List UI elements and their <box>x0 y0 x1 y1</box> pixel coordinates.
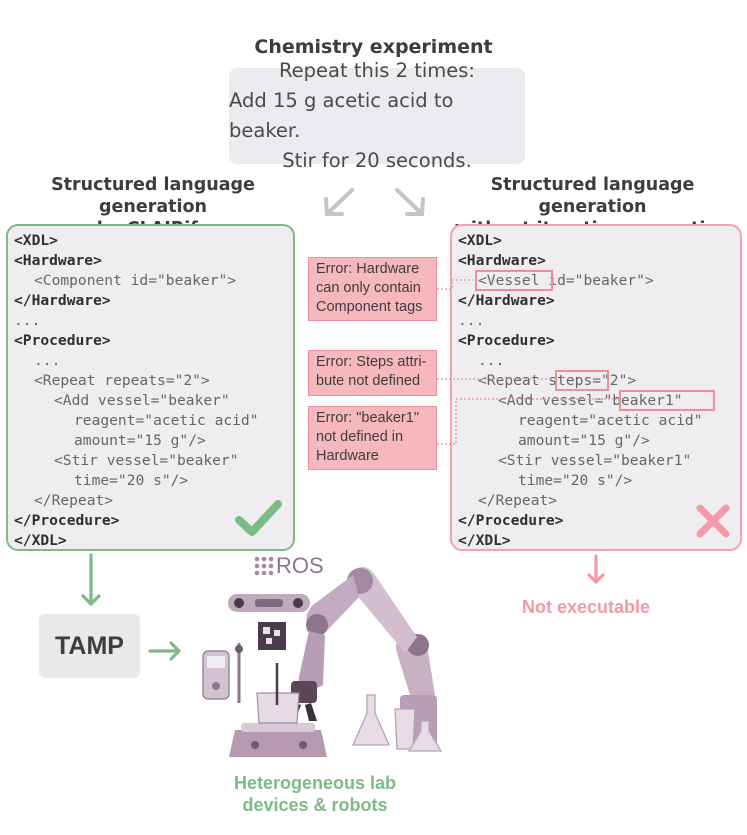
stir-plate-icon <box>229 663 327 757</box>
not-executable-label: Not executable <box>522 597 651 617</box>
ph-meter-icon <box>202 643 243 703</box>
code-line: </Procedure> <box>458 512 564 529</box>
code-line: time="20 s"/> <box>518 472 633 489</box>
label-line: devices & robots <box>242 795 388 815</box>
prompt-line: Add 15 g acetic acid to beaker. <box>229 89 454 142</box>
error-line: Error: Steps attri- <box>316 354 427 370</box>
code-line: </Procedure> <box>14 512 120 529</box>
arrow-down-icon <box>587 554 605 584</box>
tamp-box: TAMP <box>39 614 140 678</box>
code-text: id="beaker"> <box>539 272 654 289</box>
code-line: <Repeat steps="2"> <box>478 371 636 391</box>
cross-icon <box>696 504 730 538</box>
code-line: <Vessel id="beaker"> <box>478 271 654 291</box>
code-text: ="2"> <box>592 372 637 389</box>
arrow-left-icon <box>324 188 354 216</box>
ros-label: ROS <box>276 553 324 578</box>
steps-highlight <box>555 370 609 391</box>
code-line: ... <box>458 312 485 329</box>
ros-logo-icon <box>254 556 274 576</box>
robot-arm-icon <box>287 566 437 747</box>
code-line: <Procedure> <box>458 332 555 349</box>
beaker1-value: "beaker1" <box>603 392 683 409</box>
code-line: <Hardware> <box>458 252 546 269</box>
title-line: Structured language generation <box>490 175 695 217</box>
lab-scene-illustration <box>202 556 443 757</box>
code-line: <Hardware> <box>14 252 102 269</box>
error-box-beaker1: Error: "beaker1" not defined in Hardware <box>308 406 437 470</box>
code-line: reagent="acetic acid" <box>518 412 703 429</box>
code-text: <Repeat <box>478 372 549 389</box>
error-box-steps: Error: Steps attri- bute not defined <box>308 350 437 396</box>
arrow-right-icon <box>395 188 425 216</box>
arrow-right-icon <box>148 641 181 661</box>
error-box-hardware: Error: Hardware can only contain Compone… <box>308 257 437 321</box>
code-line: amount="15 g"/> <box>518 432 650 449</box>
error-line: bute not defined <box>316 373 421 389</box>
baseline-code-box: <XDL> <Hardware> <Vessel id="beaker"> </… <box>450 224 742 551</box>
code-line: </Repeat> <box>478 492 558 509</box>
code-line: <Repeat repeats="2"> <box>34 372 210 389</box>
code-line: time="20 s"/> <box>74 472 189 489</box>
code-line: </Hardware> <box>458 292 555 309</box>
error-line: not defined in <box>316 429 404 445</box>
code-line: ... <box>34 352 61 369</box>
code-line: <Procedure> <box>14 332 111 349</box>
label-line: Heterogeneous lab <box>233 773 397 793</box>
title-line: Structured language generation <box>51 175 255 217</box>
prompt-box: Repeat this 2 times: Add 15 g acetic aci… <box>229 59 525 172</box>
code-line: <Stir vessel="beaker1" <box>498 452 692 469</box>
code-line: ... <box>14 312 41 329</box>
clairify-code-box: <XDL> <Hardware> <Component id="beaker">… <box>6 224 295 551</box>
code-line: reagent="acetic acid" <box>74 412 259 429</box>
vessel-tag: <Vessel <box>478 272 540 289</box>
glassware-icon <box>352 694 443 752</box>
error-line: Error: Hardware <box>316 261 420 277</box>
code-line: <Add vessel="beaker" <box>54 392 230 409</box>
prompt-line: Repeat this 2 times: <box>278 59 475 82</box>
error-line: Error: "beaker1" <box>316 410 419 426</box>
steps-attr: steps <box>548 372 593 389</box>
error-line: can only contain <box>316 280 421 296</box>
checkmark-icon <box>235 500 282 536</box>
code-line: <Component id="beaker"> <box>34 272 237 289</box>
code-line: </Repeat> <box>34 492 114 509</box>
code-text: <Add vessel= <box>498 392 604 409</box>
code-line: ... <box>478 352 505 369</box>
arrow-down-icon <box>81 553 101 606</box>
error-line: Hardware <box>316 448 379 464</box>
code-line: amount="15 g"/> <box>74 432 206 449</box>
vessel-highlight <box>475 270 553 291</box>
error-line: Component tags <box>316 299 423 315</box>
beaker1-highlight <box>619 390 715 411</box>
lab-devices-label: Heterogeneous lab devices & robots <box>160 772 470 816</box>
code-line: <Stir vessel="beaker" <box>54 452 239 469</box>
depth-camera-icon <box>228 594 310 612</box>
code-line: <XDL> <box>14 232 58 249</box>
diagram-title: Chemistry experiment <box>254 36 493 58</box>
code-line: <XDL> <box>458 232 502 249</box>
code-line: </XDL> <box>14 532 67 549</box>
april-tag-icon <box>258 622 286 650</box>
prompt-line: Stir for 20 seconds. <box>282 149 472 172</box>
code-line: </XDL> <box>458 532 511 549</box>
code-line: </Hardware> <box>14 292 111 309</box>
